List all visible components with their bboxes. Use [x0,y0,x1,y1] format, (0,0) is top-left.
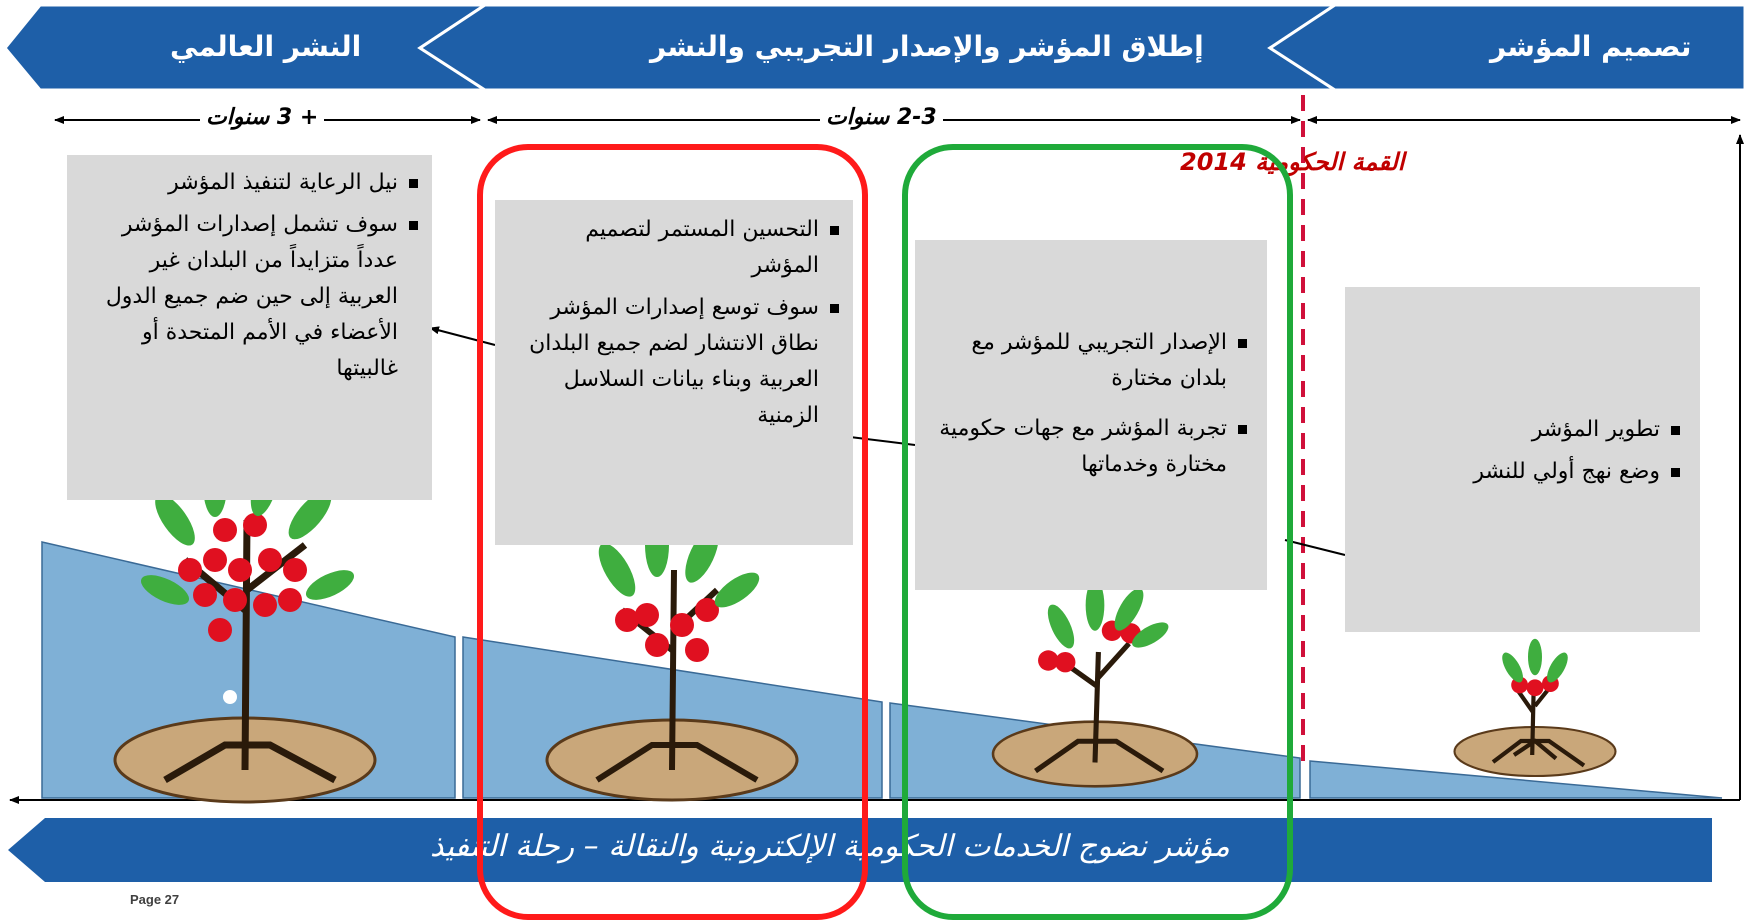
connector-global [429,326,496,346]
summit-label: القمة الحكومية 2014 [1180,148,1405,176]
box-global-item: سوف تشمل إصدارات المؤشر عدداً متزايداً م… [85,207,420,387]
connector-pilot [849,436,916,446]
tree-icon [113,453,377,804]
phase-box-design: تطوير المؤشر وضع نهج أولي للنشر [1345,287,1700,632]
box-pilot-item: تجربة المؤشر مع جهات حكومية مختارة وخدما… [933,411,1249,483]
box-design-item: وضع نهج أولي للنشر [1355,454,1682,490]
phase-label-launch: إطلاق المؤشر والإصدار التجريبي والنشر [650,30,1204,63]
phase-box-launch: التحسين المستمر لتصميم المؤشر سوف توسع إ… [495,200,853,545]
box-global-item: نيل الرعاية لتنفيذ المؤشر [85,165,420,201]
phase-chevron-design [1267,3,1747,92]
phase-header-bar [3,3,1747,92]
box-launch-item: التحسين المستمر لتصميم المؤشر [513,212,841,284]
tree-icon [991,579,1199,788]
terrain-step-4 [1309,760,1723,799]
phase-box-pilot: الإصدار التجريبي للمؤشر مع بلدان مختارة … [915,240,1267,590]
connector-design [1284,539,1346,556]
box-design-item: تطوير المؤشر [1355,412,1682,448]
phase-label-global: النشر العالمي [170,30,362,63]
tree-icon [1453,638,1617,778]
duration-label-launch: 2-3 سنوات [820,105,943,130]
banner-title: مؤشر نضوج الخدمات الحكومية الإلكترونية و… [430,829,1230,864]
box-pilot-item: الإصدار التجريبي للمؤشر مع بلدان مختارة [933,325,1249,397]
page-number: Page 27 [130,892,180,907]
box-launch-item: سوف توسع إصدارات المؤشر نطاق الانتشار لض… [513,290,841,434]
phase-box-global: نيل الرعاية لتنفيذ المؤشر سوف تشمل إصدار… [67,155,432,500]
duration-label-global: + 3 سنوات [200,105,325,130]
phase-label-design: تصميم المؤشر [1490,30,1692,63]
